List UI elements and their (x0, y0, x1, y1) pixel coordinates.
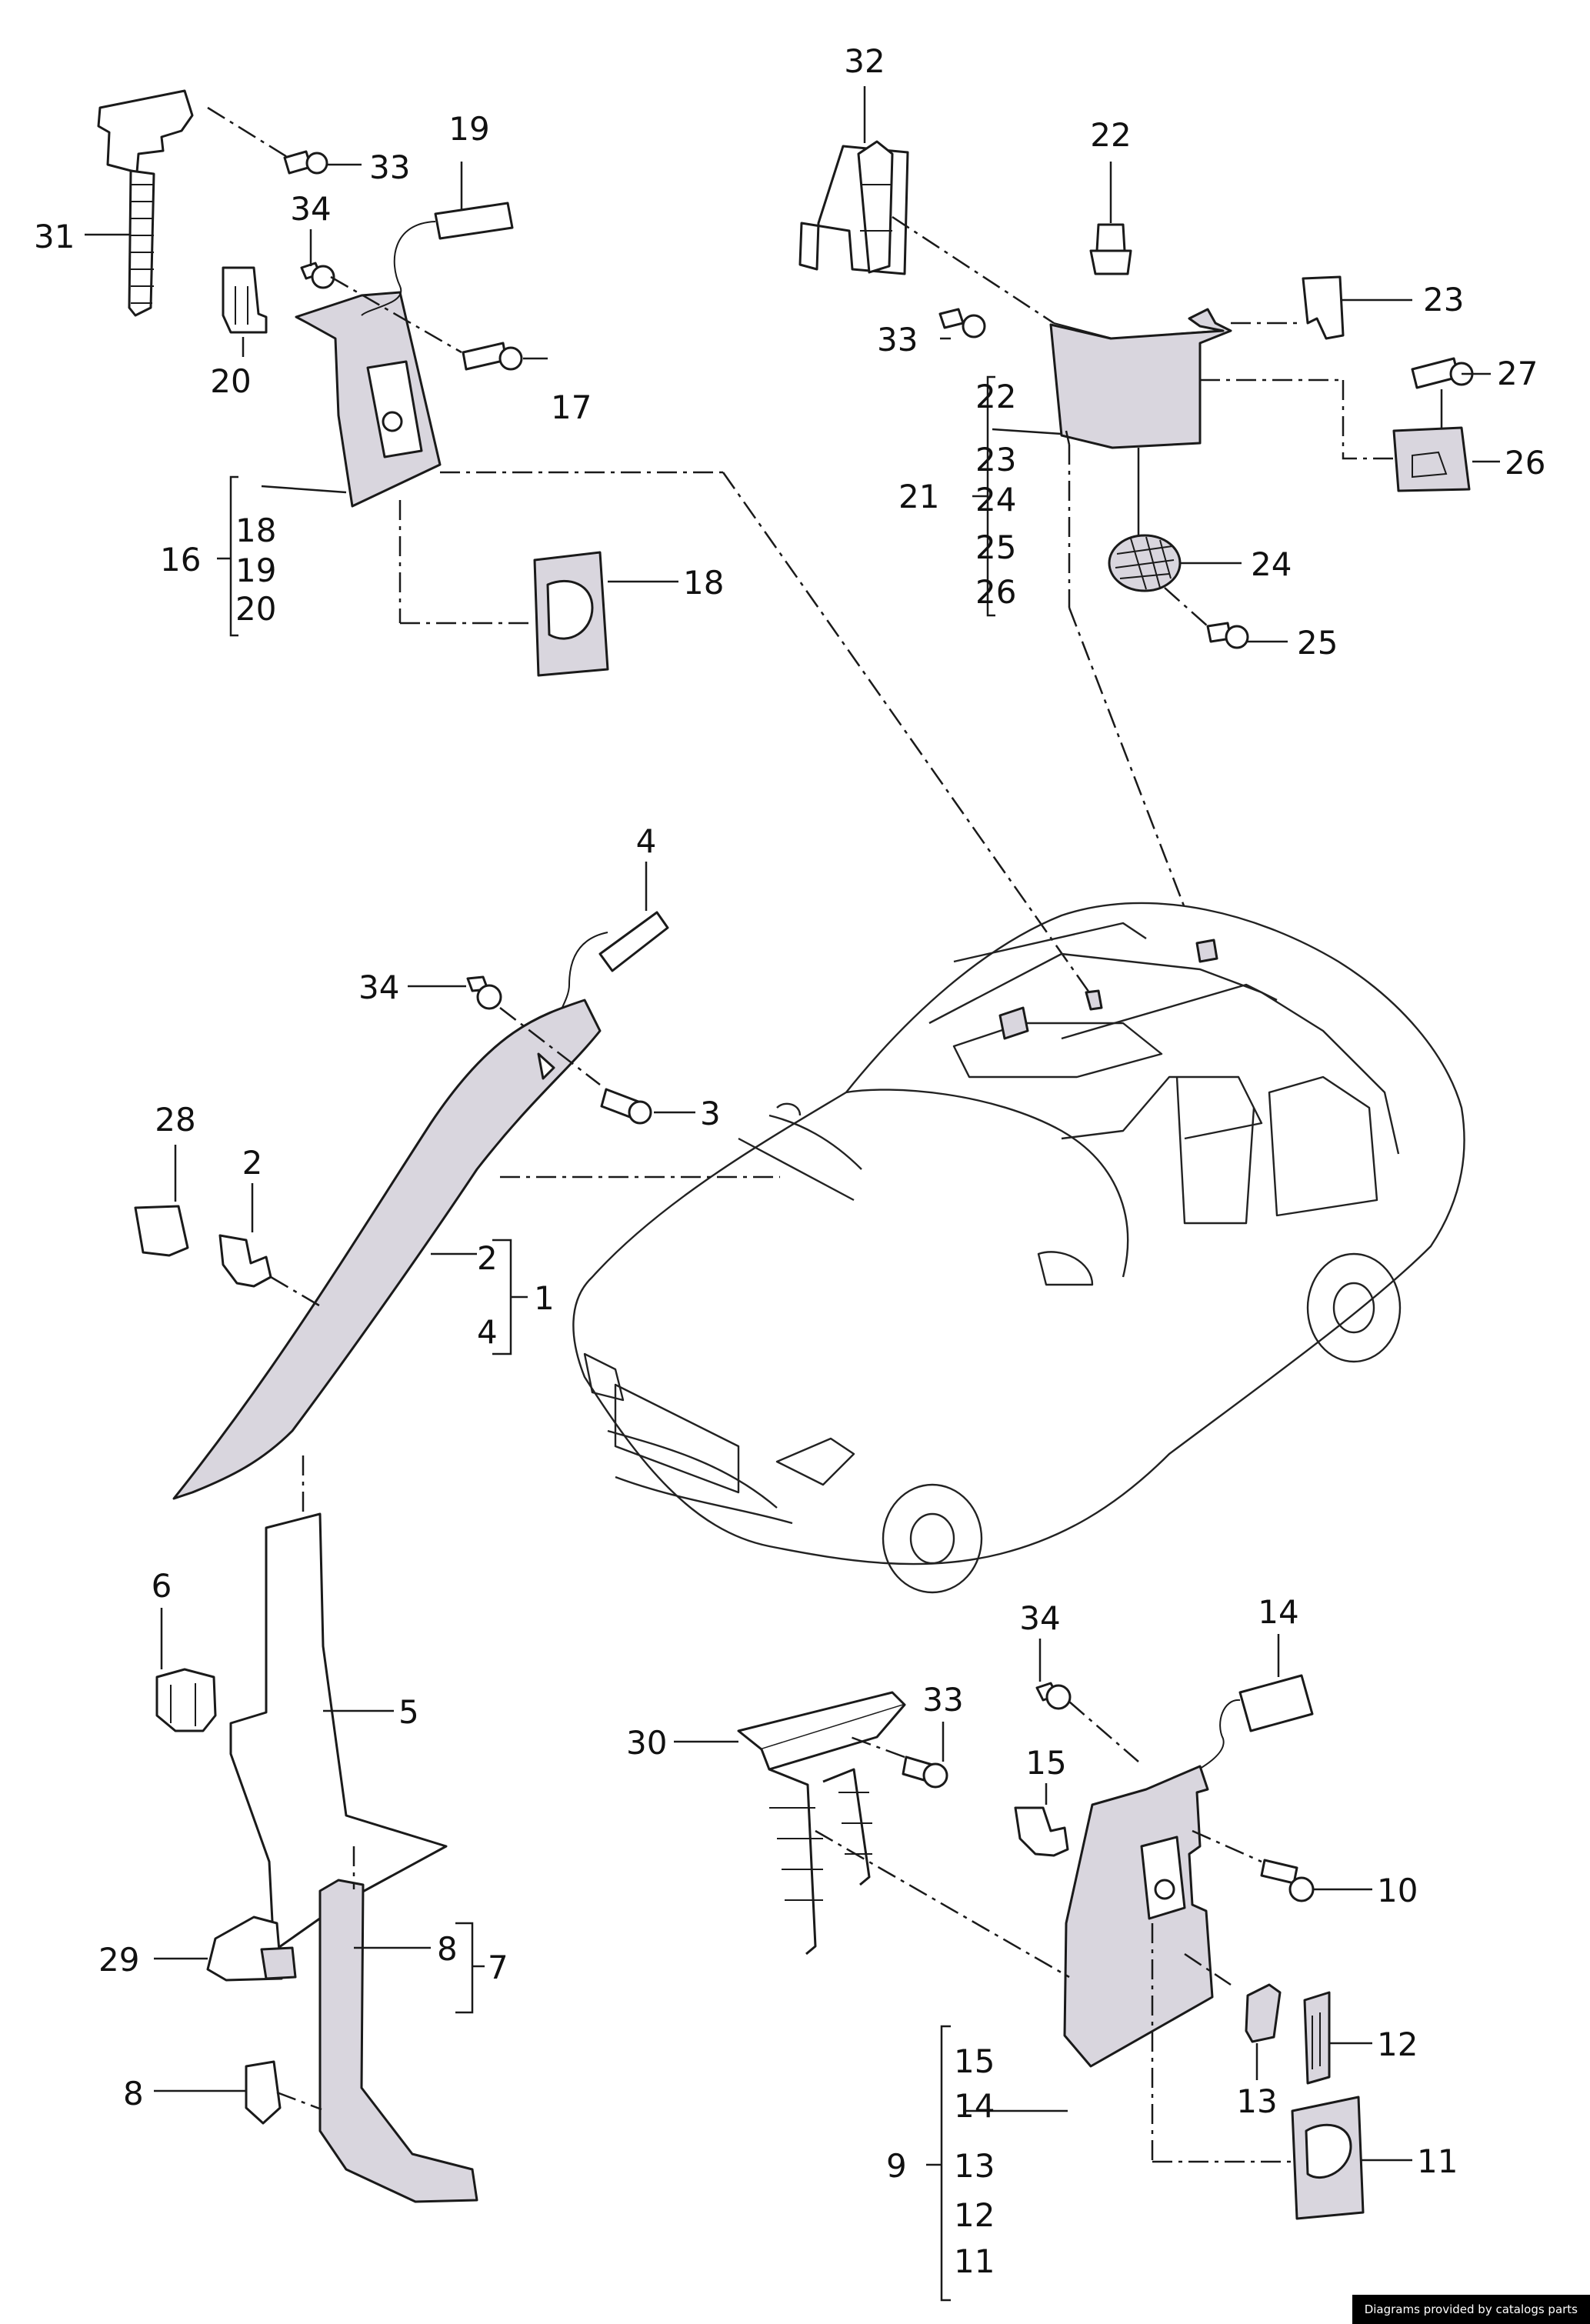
callout-1: 1 (534, 1279, 555, 1317)
clip-12 (1303, 1991, 1331, 2085)
callout-23: 23 (1423, 281, 1464, 318)
callout-15: 15 (1025, 1744, 1066, 1782)
trim-5 (229, 1512, 448, 1952)
callout-9-13: 13 (954, 2147, 995, 2185)
callout-8: 8 (123, 2075, 144, 2112)
screw-33-top (283, 150, 328, 175)
callout-1-4: 4 (477, 1313, 498, 1351)
callout-9: 9 (886, 2147, 907, 2185)
clip-23 (1302, 275, 1345, 340)
callout-5: 5 (398, 1693, 419, 1731)
callout-17: 17 (551, 388, 592, 426)
screw-33-bottom (902, 1756, 948, 1789)
callout-11: 11 (1417, 2142, 1458, 2180)
clip-13 (1245, 1983, 1282, 2043)
trim-a-pillar-1 (172, 999, 602, 1500)
bulb-22 (1089, 223, 1132, 275)
screw-3 (600, 1088, 652, 1125)
callout-32: 32 (844, 42, 885, 80)
clip-15 (1014, 1806, 1069, 1857)
callout-18: 18 (683, 564, 724, 602)
callout-16: 16 (160, 541, 201, 578)
callout-28: 28 (155, 1101, 195, 1139)
callout-22: 22 (1090, 116, 1131, 154)
pad-11 (1291, 2096, 1365, 2220)
callout-8-group: 8 (437, 1930, 458, 1968)
callout-9-11: 11 (954, 2242, 995, 2280)
callout-21-22: 22 (975, 378, 1016, 415)
callout-30: 30 (626, 1724, 667, 1762)
callout-33-right: 33 (877, 321, 918, 358)
sensor-14 (1184, 1674, 1314, 1778)
clip-8 (245, 2060, 282, 2125)
pad-18 (533, 551, 609, 677)
callout-6: 6 (152, 1567, 172, 1605)
callout-16-19: 19 (235, 552, 276, 589)
callout-3: 3 (700, 1095, 721, 1132)
callout-34-top: 34 (290, 190, 331, 228)
callout-21-23: 23 (975, 441, 1016, 478)
callout-1-2: 2 (477, 1239, 498, 1277)
callout-24: 24 (1251, 545, 1292, 583)
callout-2: 2 (242, 1144, 263, 1182)
callout-10: 10 (1377, 1872, 1418, 1909)
callout-7: 7 (488, 1949, 508, 1986)
switch-29 (206, 1916, 297, 1982)
callout-12: 12 (1377, 2026, 1418, 2063)
screw-25 (1206, 622, 1249, 649)
vehicle-outline (572, 902, 1465, 1594)
callout-21-24: 24 (975, 481, 1016, 518)
callout-16-18: 18 (235, 512, 276, 549)
bracket-32 (798, 140, 909, 275)
callout-21-25: 25 (975, 528, 1016, 566)
callout-21-26: 26 (975, 573, 1016, 611)
callout-33-bottom: 33 (922, 1681, 963, 1719)
callout-33-top: 33 (369, 148, 410, 186)
callout-31: 31 (34, 218, 75, 255)
trim-panel-16 (295, 291, 442, 508)
callout-34-bottom: 34 (1019, 1599, 1060, 1637)
screw-34-top (300, 262, 335, 289)
callout-20: 20 (210, 362, 251, 400)
lamp-housing-21 (1049, 308, 1232, 449)
bracket-30 (737, 1691, 906, 1956)
callout-21: 21 (898, 478, 939, 515)
clip-6 (155, 1668, 217, 1732)
trim-b-pillar-9 (1063, 1765, 1214, 2068)
sensor-19 (361, 202, 514, 316)
screw-17 (462, 342, 523, 371)
callout-9-15: 15 (954, 2042, 995, 2080)
clip-20 (222, 266, 268, 334)
clip-2 (218, 1234, 272, 1288)
credit-badge: Diagrams provided by catalogs parts (1352, 2295, 1590, 2324)
screw-33-right (938, 308, 986, 338)
callout-14: 14 (1258, 1593, 1298, 1631)
callout-25: 25 (1297, 624, 1338, 662)
callout-29: 29 (98, 1941, 139, 1979)
callout-26: 26 (1505, 444, 1545, 482)
callout-13: 13 (1236, 2082, 1277, 2120)
screw-34-bottom (1035, 1682, 1072, 1710)
callout-9-12: 12 (954, 2196, 995, 2234)
callout-27: 27 (1497, 355, 1538, 392)
grille-24 (1108, 534, 1182, 592)
screw-10 (1260, 1859, 1315, 1902)
callout-4: 4 (636, 822, 657, 860)
callout-9-14: 14 (954, 2087, 995, 2125)
cap-28 (134, 1205, 189, 1257)
trim-7 (318, 1879, 478, 2203)
clip-31 (97, 89, 194, 317)
callout-34-mid: 34 (358, 969, 399, 1006)
callout-19: 19 (448, 110, 489, 148)
callout-16-20: 20 (235, 590, 276, 628)
lens-26 (1392, 426, 1471, 492)
screw-34-mid (466, 975, 502, 1010)
